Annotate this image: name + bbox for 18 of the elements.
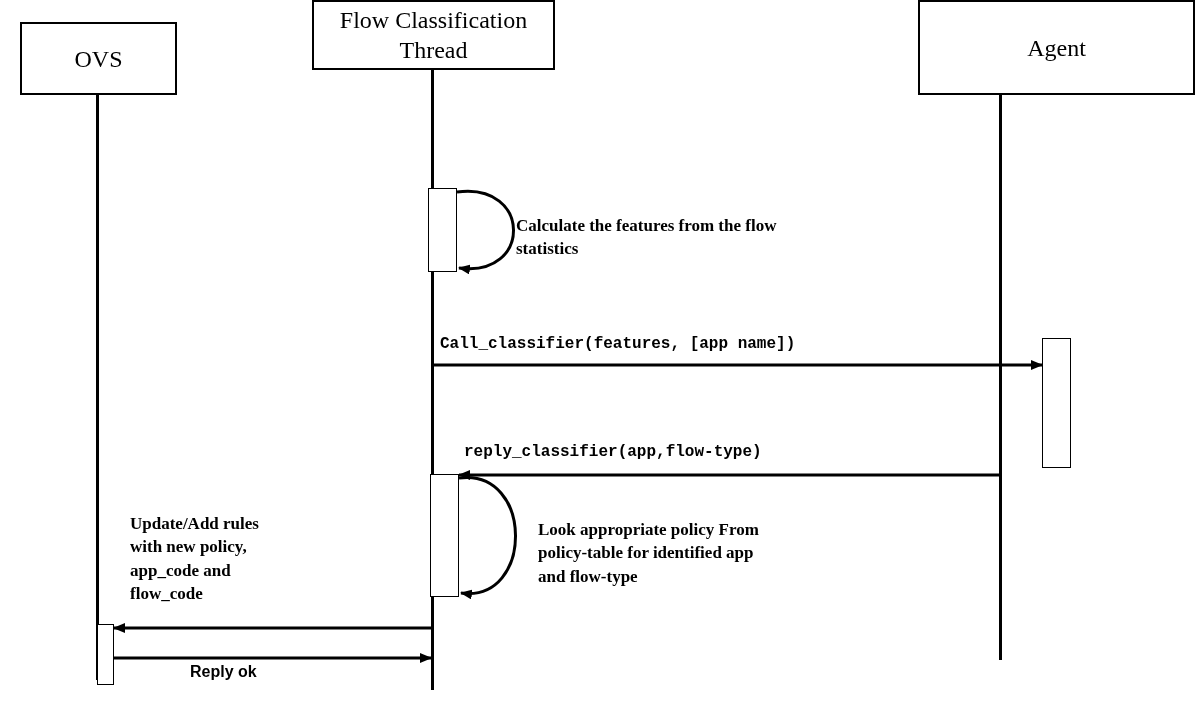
message-arrow: [114, 653, 432, 663]
participant-box: [20, 22, 177, 95]
participant-name: OVS: [73, 44, 124, 74]
participant-name: Flow Classification Thread: [338, 6, 529, 65]
lifeline: [999, 95, 1002, 660]
lifeline: [96, 95, 99, 680]
activation-bar: [430, 474, 459, 597]
participant-box: [312, 0, 555, 70]
message-arrow: [458, 470, 999, 480]
activation-bar: [428, 188, 457, 272]
message-arrow: [456, 190, 515, 274]
activation-bar: [1042, 338, 1071, 468]
activation-bar: [97, 624, 114, 685]
message-arrow: [458, 476, 517, 598]
participant-name: Agent: [1026, 33, 1087, 63]
message-arrow: [434, 360, 1043, 370]
message-arrow: [113, 623, 431, 633]
participant-box: [918, 0, 1195, 95]
